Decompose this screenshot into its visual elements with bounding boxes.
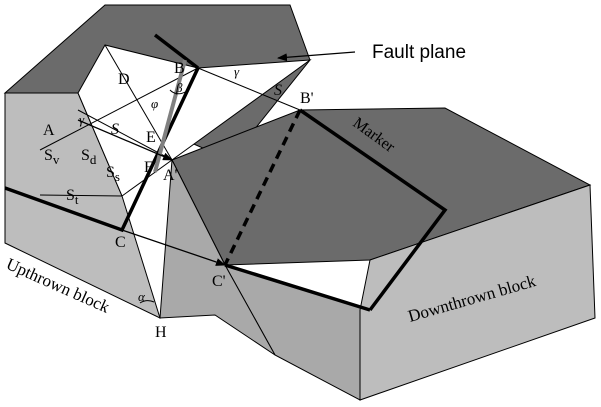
marker-trace-downthrown-base (224, 263, 371, 312)
point-C-label: C (115, 234, 126, 251)
slip-Ss-label: Ss (106, 164, 120, 184)
point-D-label: D (118, 71, 130, 88)
marker-trace-downthrown (299, 108, 448, 312)
fault-line-BBprime (197, 67, 301, 111)
point-Aprime-label: A' (163, 167, 178, 184)
point-H-label: H (155, 324, 167, 341)
gamma-label-left: γ (79, 112, 85, 127)
slip-vector-A-Aprime (77, 119, 173, 161)
downthrown-wedge-face (159, 158, 276, 356)
point-A-label: A (43, 122, 55, 139)
point-B-label: B (174, 60, 185, 77)
fault-plane-pointer (277, 51, 356, 62)
slip-vector-C-Cprime (121, 229, 226, 266)
rake-line (153, 59, 187, 173)
slip-St-label: St (66, 187, 79, 207)
point-F-label: F (144, 159, 153, 176)
fault-plane-label: Fault plane (372, 42, 466, 63)
fault-line-lower (39, 194, 123, 197)
alpha-arc (139, 300, 155, 304)
phi-label: φ (151, 96, 158, 111)
point-E-label: E (146, 129, 156, 146)
point-Cprime-label: C' (212, 273, 226, 290)
marker-trace-hidden (223, 109, 302, 266)
slip-S-label-left: S (111, 121, 119, 138)
beta-label: β (175, 80, 183, 95)
downthrown-front-face (359, 184, 596, 401)
gamma-label-top: γ (234, 64, 240, 79)
marker-trace-top (153, 33, 200, 70)
slip-Sv-label: Sv (44, 147, 60, 167)
phi-arc (169, 89, 186, 95)
slip-S-label-top: S (274, 82, 282, 99)
fault-line-DE (104, 44, 173, 161)
fault-line-AE (77, 109, 173, 161)
alpha-label: α (138, 289, 146, 304)
slip-Sd-label: Sd (81, 147, 97, 167)
point-Bprime-label: B' (300, 90, 314, 107)
fault-line-AB (39, 67, 199, 151)
